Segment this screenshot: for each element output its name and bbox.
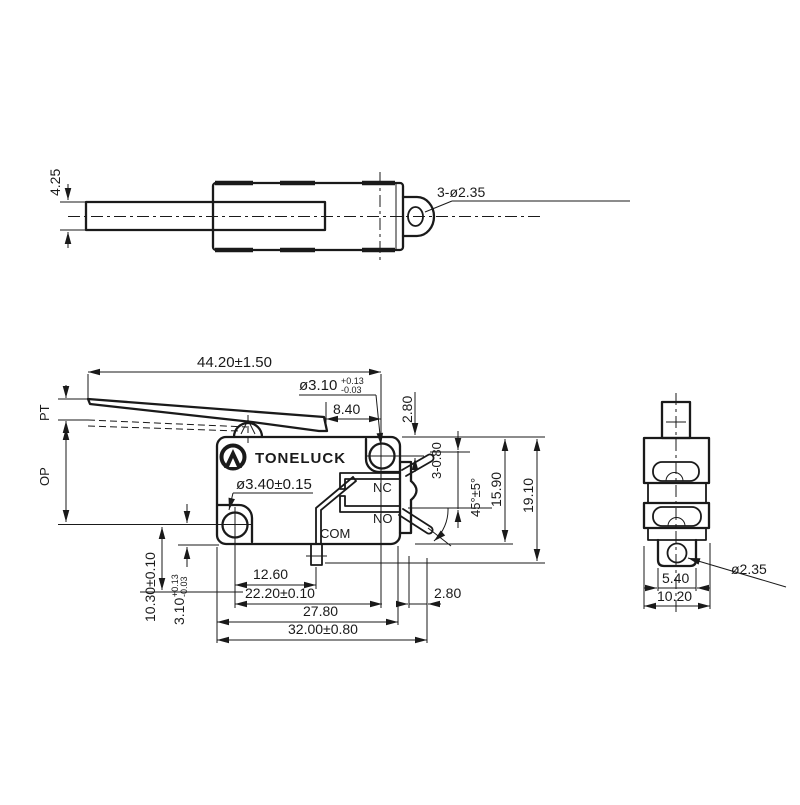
dim-edge-to-hole-tol-minus: -0.03 xyxy=(179,576,189,597)
internal-contacts xyxy=(315,472,400,545)
dim-top-to-hole: 2.80 xyxy=(399,392,419,472)
top-view: 4.25 3-ø2.35 xyxy=(47,169,630,262)
dim-top-hole-note: 3-ø2.35 xyxy=(424,184,630,213)
dim-terminal-clear-label: 2.80 xyxy=(434,585,461,601)
nc-label: NC xyxy=(373,480,392,495)
side-terminal-hole xyxy=(666,542,688,564)
dim-op-label: OP xyxy=(37,467,52,486)
com-pin xyxy=(310,543,323,566)
dim-pt-label: PT xyxy=(37,404,52,421)
brand-logo xyxy=(219,443,247,471)
front-lever xyxy=(86,397,329,433)
no-label: NO xyxy=(373,511,393,526)
dim-com-offset-label: 12.60 xyxy=(253,566,288,582)
front-boss-bottom-left xyxy=(216,503,254,544)
dim-lever-length: 44.20±1.50 xyxy=(87,354,381,399)
top-view-bold-edges xyxy=(215,180,395,253)
top-view-terminal-tab xyxy=(401,195,436,238)
front-view: TONELUCK NC NO COM 44.20±1.50 xyxy=(37,354,545,644)
dim-lever-length-label: 44.20±1.50 xyxy=(197,354,272,371)
front-boss-top-right xyxy=(364,437,401,474)
dim-op: OP xyxy=(37,428,70,522)
dim-mount-hole-label: ø3.40±0.15 xyxy=(236,476,312,493)
dim-side-terminal-width-label: 5.40 xyxy=(662,570,689,586)
dim-hole-to-ref-label: 10.30±0.10 xyxy=(142,552,158,622)
dim-terminal-angle-label: 45°±5° xyxy=(468,478,483,517)
dim-lever-thickness-label: 4.25 xyxy=(47,169,63,196)
dim-hole-spacing-label: 22.20±0.10 xyxy=(245,585,315,601)
dim-mount-hole: ø3.40±0.15 xyxy=(228,476,313,511)
front-plunger-dome xyxy=(232,421,264,439)
dim-edge-to-hole-dia: 3.10 xyxy=(171,598,187,625)
dim-side-hole-label: ø2.35 xyxy=(731,561,767,577)
dim-side-terminal-width: 5.40 xyxy=(644,568,710,592)
dim-overall-length: 32.00±0.80 xyxy=(217,621,427,644)
no-terminal xyxy=(398,508,434,535)
dim-pt: PT xyxy=(37,385,88,434)
dim-body-height: 15.90 xyxy=(488,439,509,542)
front-terminal-strip xyxy=(398,460,413,535)
dim-pivot-hole-tol-minus: -0.03 xyxy=(341,385,362,395)
dim-edge-to-hole-tol-plus: +0.13 xyxy=(170,574,180,597)
dim-body-length-label: 27.80 xyxy=(303,603,338,619)
nc-terminal xyxy=(401,453,435,477)
dim-body-height-label: 15.90 xyxy=(488,472,504,507)
dim-terminal-angle: 45°±5° xyxy=(408,478,492,547)
side-body-mid xyxy=(647,482,707,504)
dim-hole-spacing: 22.20±0.10 xyxy=(235,585,382,608)
dim-side-body-width-label: 10.20 xyxy=(657,588,692,604)
dim-hole-to-ref: 10.30±0.10 xyxy=(140,527,243,622)
dim-top-hole-note-label: 3-ø2.35 xyxy=(437,184,485,200)
dim-terminal-note-label: 3-0.80 xyxy=(429,442,444,479)
dim-com-offset: 12.60 xyxy=(235,566,317,589)
brand-name: TONELUCK xyxy=(255,450,346,467)
dim-overall-length-label: 32.00±0.80 xyxy=(288,621,358,637)
dim-overall-height: 19.10 xyxy=(520,439,541,561)
dim-hole-offset-label: 8.40 xyxy=(333,401,360,417)
front-body xyxy=(215,435,402,546)
dim-top-to-hole-label: 2.80 xyxy=(399,396,415,423)
dim-pivot-hole-dia: ø3.10 xyxy=(299,377,337,394)
front-lever-pressed-position xyxy=(87,419,248,432)
com-label: COM xyxy=(320,526,350,541)
dim-terminal-note: 3-0.80 xyxy=(429,431,470,528)
top-view-lever-rod xyxy=(84,200,327,232)
dim-hole-offset: 8.40 xyxy=(325,401,381,423)
dim-lever-thickness: 4.25 xyxy=(47,169,90,248)
side-slot-1 xyxy=(652,461,700,482)
dim-side-hole: ø2.35 xyxy=(687,557,787,588)
dim-body-length: 27.80 xyxy=(216,546,399,643)
side-slot-2 xyxy=(652,506,702,527)
dim-edge-to-hole: 3.10 +0.13 -0.03 xyxy=(170,504,219,625)
dim-overall-height-label: 19.10 xyxy=(520,478,536,513)
dim-side-body-width: 10.20 xyxy=(643,543,711,610)
side-view: ø2.35 5.40 10.20 xyxy=(642,393,787,615)
side-body-lower xyxy=(647,527,707,541)
dim-terminal-clear: 2.80 xyxy=(396,556,461,643)
dim-pivot-hole: ø3.10 +0.13 -0.03 xyxy=(299,376,384,446)
dim-pivot-hole-tol-plus: +0.13 xyxy=(341,376,364,386)
